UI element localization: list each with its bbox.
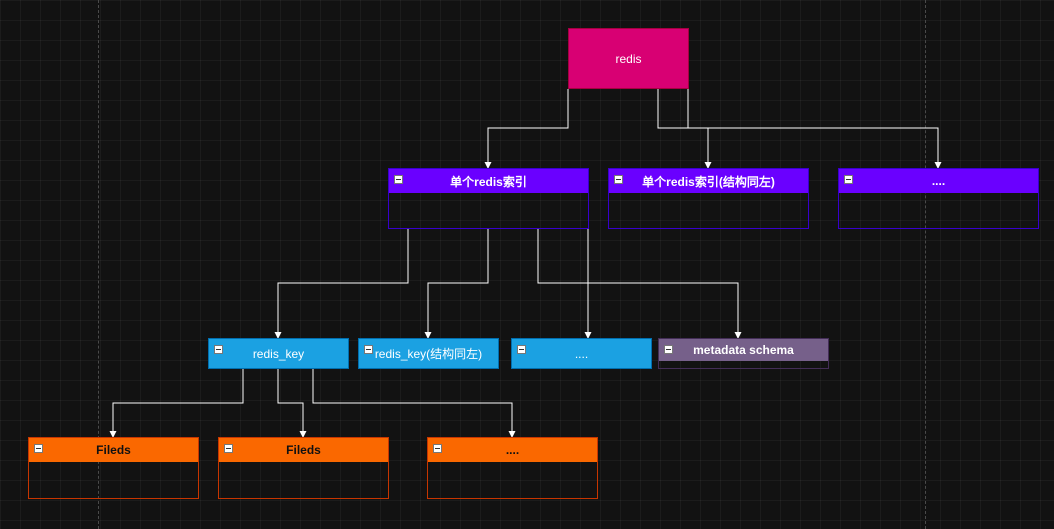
index-node-3-label: .... — [931, 174, 946, 188]
index-node-2-header: 单个redis索引(结构同左) — [609, 169, 808, 193]
redis-root-label: redis — [615, 51, 642, 66]
edge-index-key2 — [427, 228, 489, 333]
index-node-2-label: 单个redis索引(结构同左) — [642, 174, 775, 189]
field-node-3-label: .... — [505, 443, 520, 457]
minus-toggle-icon[interactable] — [394, 175, 403, 184]
index-node-2-body — [609, 193, 808, 228]
index-node-2[interactable]: 单个redis索引(结构同左) — [608, 168, 809, 229]
edge-root-index2 — [657, 89, 709, 163]
field-node-2-body — [219, 462, 388, 498]
field-node-1-label: Fileds — [96, 443, 131, 457]
index-node-1[interactable]: 单个redis索引 — [388, 168, 589, 229]
index-node-1-header: 单个redis索引 — [389, 169, 588, 193]
minus-toggle-icon[interactable] — [34, 444, 43, 453]
index-node-3-body — [839, 193, 1038, 228]
edge-root-index3 — [687, 89, 939, 163]
edge-root-index1 — [487, 89, 569, 163]
index-node-3[interactable]: .... — [838, 168, 1039, 229]
field-node-2[interactable]: Fileds — [218, 437, 389, 499]
key-node-2[interactable]: redis_key(结构同左) — [358, 338, 499, 369]
edge-key-field3 — [312, 368, 513, 432]
page-guide-left — [98, 0, 99, 529]
edge-key-field2 — [277, 368, 304, 432]
minus-toggle-icon[interactable] — [844, 175, 853, 184]
edge-key-field1 — [112, 368, 244, 432]
edge-index-key1 — [277, 228, 409, 333]
minus-toggle-icon[interactable] — [224, 444, 233, 453]
page-guide-right — [925, 0, 926, 529]
index-node-1-label: 单个redis索引 — [450, 174, 527, 189]
metadata-schema-label: metadata schema — [693, 343, 794, 357]
key-node-1-label: redis_key — [252, 346, 305, 361]
metadata-schema-node[interactable]: metadata schema — [658, 338, 829, 369]
field-node-2-label: Fileds — [286, 443, 321, 457]
field-node-1[interactable]: Fileds — [28, 437, 199, 499]
key-node-3-header: .... — [512, 339, 651, 368]
key-node-2-header: redis_key(结构同左) — [359, 339, 498, 368]
index-node-1-body — [389, 193, 588, 228]
index-node-3-header: .... — [839, 169, 1038, 193]
key-node-1[interactable]: redis_key — [208, 338, 349, 369]
minus-toggle-icon[interactable] — [664, 345, 673, 354]
redis-root-node[interactable]: redis — [568, 28, 689, 89]
metadata-schema-header: metadata schema — [659, 339, 828, 361]
field-node-3-header: .... — [428, 438, 597, 462]
minus-toggle-icon[interactable] — [517, 345, 526, 354]
minus-toggle-icon[interactable] — [214, 345, 223, 354]
field-node-1-body — [29, 462, 198, 498]
minus-toggle-icon[interactable] — [433, 444, 442, 453]
key-node-3-label: .... — [574, 346, 589, 361]
key-node-2-label: redis_key(结构同左) — [374, 347, 483, 361]
metadata-schema-body — [659, 361, 828, 368]
edge-index-meta — [537, 228, 739, 333]
field-node-1-header: Fileds — [29, 438, 198, 462]
minus-toggle-icon[interactable] — [614, 175, 623, 184]
minus-toggle-icon[interactable] — [364, 345, 373, 354]
key-node-3[interactable]: .... — [511, 338, 652, 369]
key-node-1-header: redis_key — [209, 339, 348, 368]
field-node-3[interactable]: .... — [427, 437, 598, 499]
field-node-2-header: Fileds — [219, 438, 388, 462]
field-node-3-body — [428, 462, 597, 498]
